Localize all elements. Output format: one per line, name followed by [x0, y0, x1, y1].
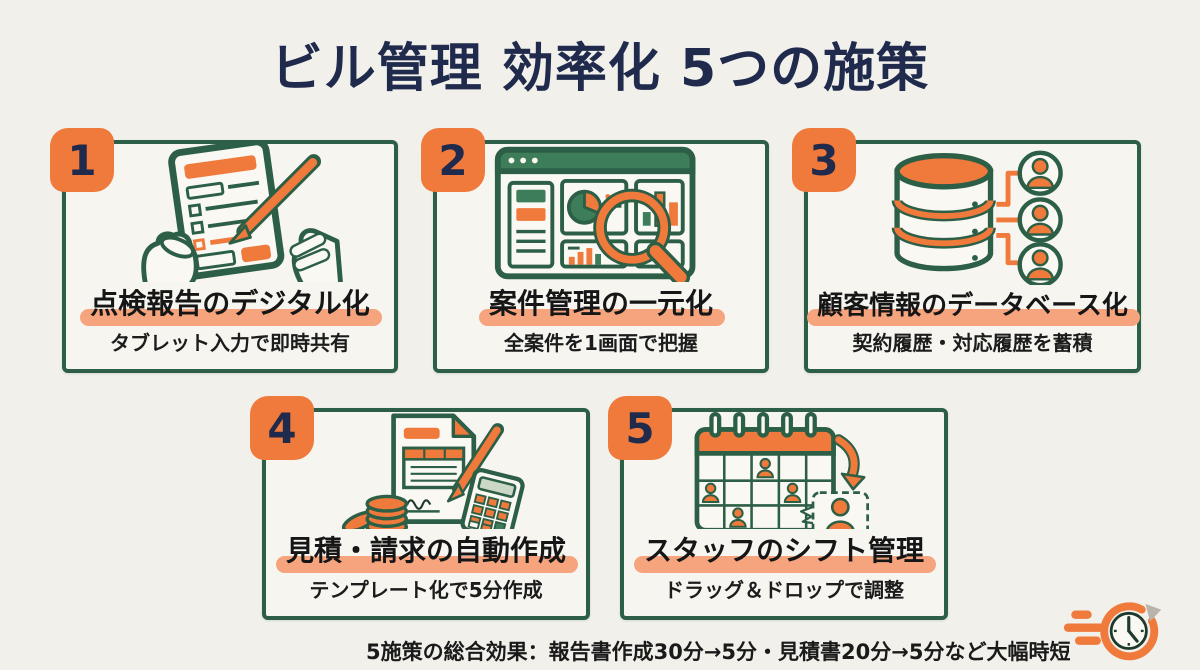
speed-clock-icon [1063, 602, 1162, 661]
title-highlight [80, 309, 382, 326]
page-title: ビル管理 効率化 5つの施策 [270, 39, 930, 99]
card-1-illustration [66, 144, 394, 282]
number-badge-1: 1 [50, 128, 114, 192]
card-subtitle: タブレット入力で即時共有 [110, 331, 350, 355]
card-shift-management: 5 [608, 396, 948, 620]
dropped-shift-box [799, 490, 869, 529]
coins [341, 494, 409, 529]
shift-avatars [701, 457, 802, 528]
database-cylinder [891, 152, 996, 271]
card-4-illustration [266, 412, 586, 529]
connector-lines [995, 170, 1018, 265]
card-subtitle: ドラッグ＆ドロップで調整 [664, 578, 904, 602]
right-hand [289, 228, 343, 282]
card-title: 顧客情報のデータベース化 [817, 291, 1128, 321]
left-hand [141, 231, 199, 282]
title-highlight [478, 309, 725, 326]
drag-arrow [833, 433, 866, 490]
card-subtitle: 契約履歴・対応履歴を蓄積 [852, 331, 1093, 355]
dashboard-magnifier-icon [494, 146, 696, 282]
card-estimate-invoice: 4 [250, 396, 590, 620]
card-title: 見積・請求の自動作成 [285, 534, 566, 567]
card-title: 案件管理の一元化 [488, 287, 713, 320]
footer-summary: 5施策の総合効果：報告書作成30分→5分・見積書20分→5分など大幅時短 [366, 640, 1071, 664]
card-title: 点検報告のデジタル化 [90, 287, 370, 320]
calendar [694, 412, 836, 529]
shift-calendar-icon [694, 412, 869, 529]
card-subtitle: 全案件を1画面で把握 [504, 331, 698, 355]
number-badge-5: 5 [608, 396, 672, 460]
card-3-illustration [808, 144, 1137, 285]
customer-avatars [1017, 150, 1063, 285]
number-badge-3: 3 [792, 128, 856, 192]
title-highlight [275, 556, 578, 573]
number-badge-2: 2 [421, 128, 485, 192]
card-customer-database: 3 [792, 128, 1141, 373]
title-highlight [633, 556, 936, 573]
magnifier [593, 188, 691, 282]
card-case-management: 2 [421, 128, 769, 373]
calculator [460, 467, 525, 529]
number-badge-4: 4 [250, 396, 314, 460]
pen [446, 422, 505, 502]
card-subtitle: テンプレート化で5分作成 [309, 578, 543, 602]
database-customers-icon [891, 150, 1063, 285]
card-inspection-report: 1 [50, 128, 398, 373]
pen [228, 154, 322, 245]
invoice-calculator-icon [341, 412, 525, 529]
title-highlight [807, 309, 1140, 326]
card-2-illustration [437, 144, 765, 282]
card-5-illustration [624, 412, 944, 529]
card-title: スタッフのシフト管理 [643, 534, 924, 567]
tablet-report-icon [141, 144, 343, 282]
